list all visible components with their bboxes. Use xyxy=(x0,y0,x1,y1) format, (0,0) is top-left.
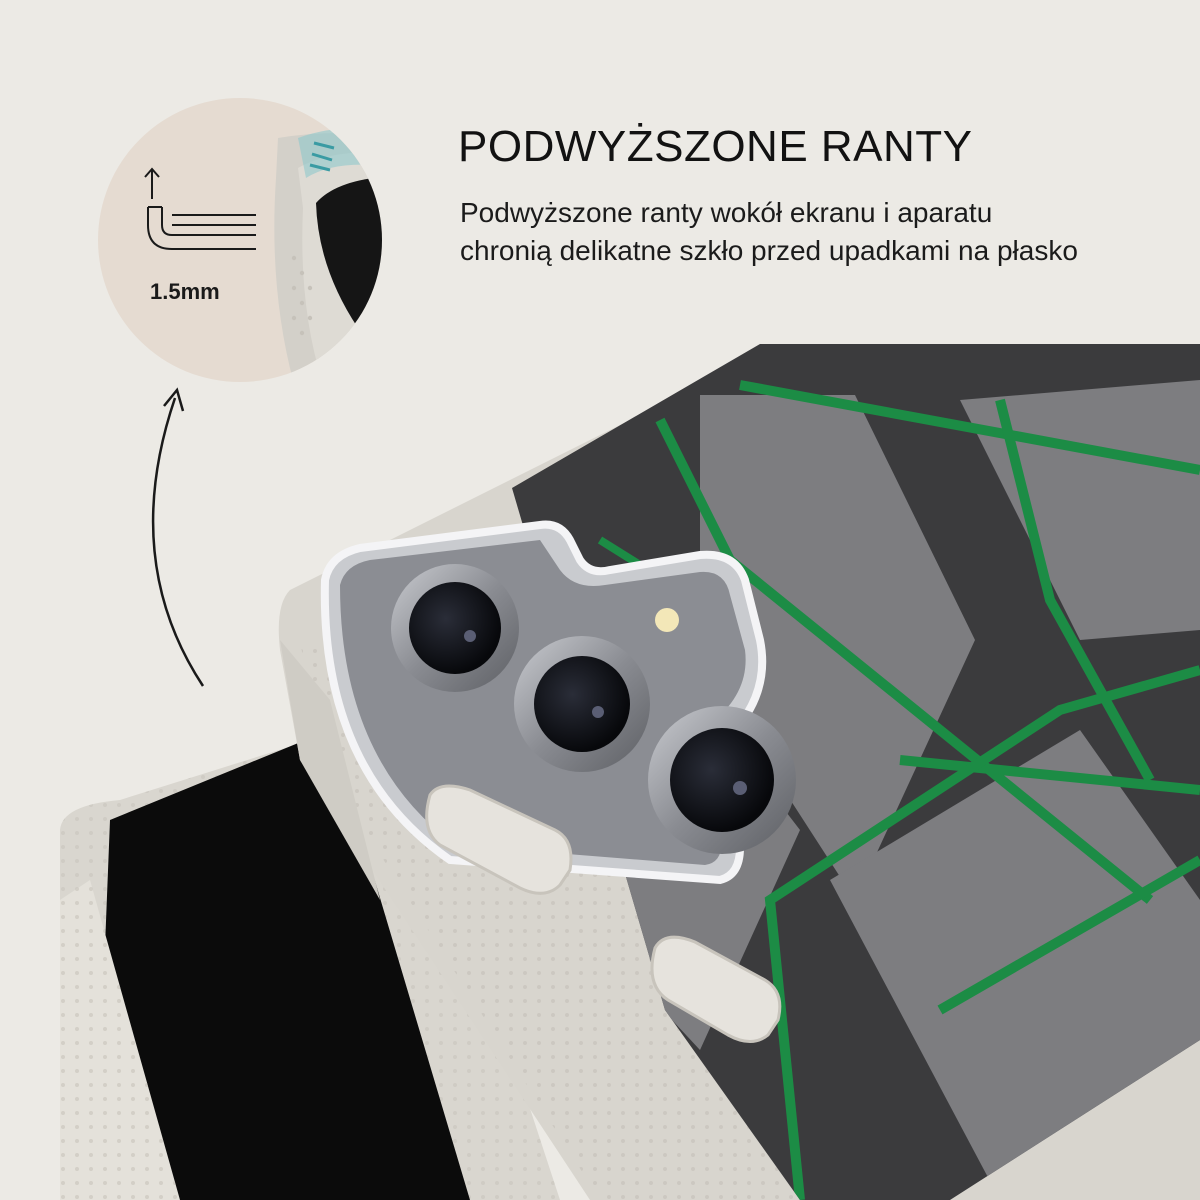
camera-lens xyxy=(648,706,796,854)
feature-description: Podwyższone ranty wokół ekranu i aparatu… xyxy=(460,194,1180,270)
description-line: chronią delikatne szkło przed upadkami n… xyxy=(460,235,1078,266)
edge-height-label: 1.5mm xyxy=(150,279,220,304)
description-line: Podwyższone ranty wokół ekranu i aparatu xyxy=(460,197,993,228)
side-buttons xyxy=(425,784,782,1043)
curved-arrow-icon xyxy=(151,387,205,687)
flash-icon xyxy=(655,608,679,632)
camera-lens xyxy=(514,636,650,772)
edge-zoom-circle xyxy=(98,98,382,382)
camera-lens xyxy=(391,564,519,692)
raised-edge-icon xyxy=(144,167,256,250)
feature-title: PODWYŻSZONE RANTY xyxy=(458,122,973,171)
